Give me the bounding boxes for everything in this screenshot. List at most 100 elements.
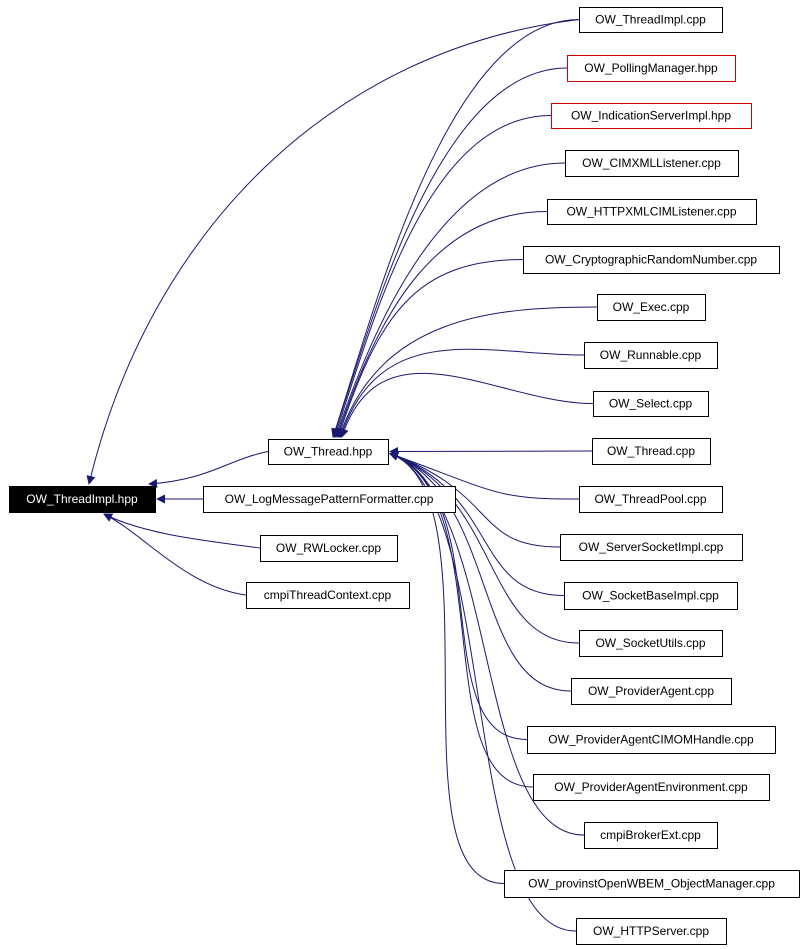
node-label: OW_CIMXMLListener.cpp bbox=[582, 156, 721, 170]
node-box bbox=[592, 438, 711, 465]
node-label: OW_ThreadImpl.cpp bbox=[595, 13, 706, 27]
node-cryptographicrandomnumber-cpp[interactable]: OW_CryptographicRandomNumber.cpp bbox=[523, 246, 780, 274]
node-label: OW_PollingManager.hpp bbox=[584, 61, 718, 75]
node-box bbox=[571, 678, 732, 705]
node-logmessagepatternformatter-cpp[interactable]: OW_LogMessagePatternFormatter.cpp bbox=[203, 486, 456, 513]
node-label: OW_Select.cpp bbox=[609, 397, 693, 411]
node-pollingmanager-hpp[interactable]: OW_PollingManager.hpp bbox=[567, 55, 736, 82]
node-label: OW_IndicationServerImpl.hpp bbox=[571, 109, 731, 123]
node-box bbox=[504, 870, 800, 898]
node-thread-hpp[interactable]: OW_Thread.hpp bbox=[268, 439, 389, 465]
node-box bbox=[584, 822, 718, 849]
node-box bbox=[565, 150, 739, 177]
node-box bbox=[527, 726, 776, 754]
node-select-cpp[interactable]: OW_Select.cpp bbox=[593, 391, 709, 417]
node-httpserver-cpp[interactable]: OW_HTTPServer.cpp bbox=[576, 918, 727, 945]
node-box bbox=[567, 55, 736, 82]
node-cmpibrokerext-cpp[interactable]: cmpiBrokerExt.cpp bbox=[584, 822, 718, 849]
node-box bbox=[203, 486, 456, 513]
node-label: cmpiBrokerExt.cpp bbox=[600, 828, 701, 842]
edge-rwlocker_cpp-to-threadimpl_hpp bbox=[103, 513, 261, 549]
node-provideragentenvironment-cpp[interactable]: OW_ProviderAgentEnvironment.cpp bbox=[533, 774, 770, 801]
node-label: OW_SocketUtils.cpp bbox=[595, 636, 705, 650]
node-label: OW_Runnable.cpp bbox=[600, 348, 702, 362]
node-threadimpl-hpp[interactable]: OW_ThreadImpl.hpp bbox=[9, 486, 156, 513]
node-box bbox=[564, 582, 738, 610]
node-label: OW_ProviderAgentEnvironment.cpp bbox=[554, 780, 748, 794]
node-box bbox=[584, 342, 718, 369]
node-label: OW_CryptographicRandomNumber.cpp bbox=[545, 253, 757, 267]
node-thread-cpp[interactable]: OW_Thread.cpp bbox=[592, 438, 711, 465]
node-label: OW_Exec.cpp bbox=[613, 300, 690, 314]
node-httpxmlcimlistener-cpp[interactable]: OW_HTTPXMLCIMListener.cpp bbox=[547, 199, 757, 225]
node-label: OW_ProviderAgent.cpp bbox=[588, 684, 714, 698]
node-label: OW_ServerSocketImpl.cpp bbox=[579, 540, 724, 554]
node-label: OW_SocketBaseImpl.cpp bbox=[582, 589, 719, 603]
edge-select_cpp-to-thread_hpp bbox=[340, 372, 594, 438]
edge-indicationserverimpl_hpp-to-thread_hpp bbox=[332, 115, 552, 438]
dependency-edges bbox=[86, 19, 598, 932]
node-label: OW_RWLocker.cpp bbox=[276, 541, 381, 555]
node-rwlocker-cpp[interactable]: OW_RWLocker.cpp bbox=[260, 535, 398, 562]
edge-cryptographicrandomnumber_cpp-to-thread_hpp bbox=[336, 259, 524, 438]
node-exec-cpp[interactable]: OW_Exec.cpp bbox=[597, 294, 706, 321]
node-box bbox=[260, 535, 398, 562]
edge-pollingmanager_hpp-to-thread_hpp bbox=[331, 67, 568, 438]
node-threadimpl-cpp[interactable]: OW_ThreadImpl.cpp bbox=[579, 7, 723, 33]
edge-httpxmlcimlistener_cpp-to-thread_hpp bbox=[335, 211, 548, 438]
node-label: OW_HTTPXMLCIMListener.cpp bbox=[566, 205, 736, 219]
edge-provideragentcimomhandle_cpp-to-thread_hpp bbox=[389, 452, 528, 740]
node-runnable-cpp[interactable]: OW_Runnable.cpp bbox=[584, 342, 718, 369]
edge-provideragent_cpp-to-thread_hpp bbox=[389, 452, 572, 692]
node-socketbaseimpl-cpp[interactable]: OW_SocketBaseImpl.cpp bbox=[564, 582, 738, 610]
node-cimxmllistener-cpp[interactable]: OW_CIMXMLListener.cpp bbox=[565, 150, 739, 177]
edge-thread_hpp-to-threadimpl_hpp bbox=[148, 451, 269, 488]
node-box bbox=[523, 246, 780, 274]
node-box bbox=[268, 439, 389, 465]
edge-cimxmllistener_cpp-to-thread_hpp bbox=[334, 162, 566, 438]
node-box bbox=[576, 918, 727, 945]
file-nodes: OW_ThreadImpl.hpp OW_Thread.hppOW_LogMess… bbox=[9, 7, 800, 945]
node-indicationserverimpl-hpp[interactable]: OW_IndicationServerImpl.hpp bbox=[551, 103, 752, 129]
edge-cmpithreadcontext_cpp-to-threadimpl_hpp bbox=[103, 513, 247, 596]
node-box bbox=[579, 486, 723, 513]
edge-provideragentenvironment_cpp-to-thread_hpp bbox=[389, 452, 534, 788]
node-box bbox=[9, 486, 156, 513]
node-provideragent-cpp[interactable]: OW_ProviderAgent.cpp bbox=[571, 678, 732, 705]
node-label: OW_Thread.cpp bbox=[607, 444, 695, 458]
node-label: OW_provinstOpenWBEM_ObjectManager.cpp bbox=[528, 877, 775, 891]
node-box bbox=[560, 534, 743, 561]
node-provideragentcimomhandle-cpp[interactable]: OW_ProviderAgentCIMOMHandle.cpp bbox=[527, 726, 776, 754]
edge-threadpool_cpp-to-thread_hpp bbox=[389, 452, 580, 500]
node-socketutils-cpp[interactable]: OW_SocketUtils.cpp bbox=[579, 630, 723, 657]
node-box bbox=[246, 582, 410, 609]
node-box bbox=[579, 7, 723, 33]
edge-provinstopenwbem_objectmanager_cpp-to-thread_hpp bbox=[389, 452, 505, 884]
node-label: OW_ThreadPool.cpp bbox=[594, 492, 706, 506]
node-label: OW_ThreadImpl.hpp bbox=[26, 492, 138, 506]
node-box bbox=[551, 103, 752, 129]
edge-socketutils_cpp-to-thread_hpp bbox=[389, 452, 580, 644]
node-label: OW_HTTPServer.cpp bbox=[593, 924, 709, 938]
node-label: OW_ProviderAgentCIMOMHandle.cpp bbox=[548, 733, 754, 747]
edge-exec_cpp-to-thread_hpp bbox=[337, 306, 598, 438]
node-label: cmpiThreadContext.cpp bbox=[264, 588, 392, 602]
node-threadpool-cpp[interactable]: OW_ThreadPool.cpp bbox=[579, 486, 723, 513]
edge-threadimpl_cpp-to-threadimpl_hpp bbox=[86, 19, 580, 485]
node-box bbox=[547, 199, 757, 225]
node-box bbox=[533, 774, 770, 801]
edge-threadimpl_cpp-to-thread_hpp bbox=[331, 19, 580, 438]
node-serversocketimpl-cpp[interactable]: OW_ServerSocketImpl.cpp bbox=[560, 534, 743, 561]
edge-httpserver_cpp-to-thread_hpp bbox=[389, 452, 577, 932]
node-box bbox=[579, 630, 723, 657]
edge-thread_cpp-to-thread_hpp bbox=[389, 446, 593, 456]
node-label: OW_Thread.hpp bbox=[284, 445, 373, 459]
node-label: OW_LogMessagePatternFormatter.cpp bbox=[225, 492, 434, 506]
node-box bbox=[593, 391, 709, 417]
node-provinstopenwbem-objectmanager-cpp[interactable]: OW_provinstOpenWBEM_ObjectManager.cpp bbox=[504, 870, 800, 898]
edge-socketbaseimpl_cpp-to-thread_hpp bbox=[389, 452, 565, 596]
node-box bbox=[597, 294, 706, 321]
node-cmpithreadcontext-cpp[interactable]: cmpiThreadContext.cpp bbox=[246, 582, 410, 609]
edge-serversocketimpl_cpp-to-thread_hpp bbox=[389, 452, 561, 548]
